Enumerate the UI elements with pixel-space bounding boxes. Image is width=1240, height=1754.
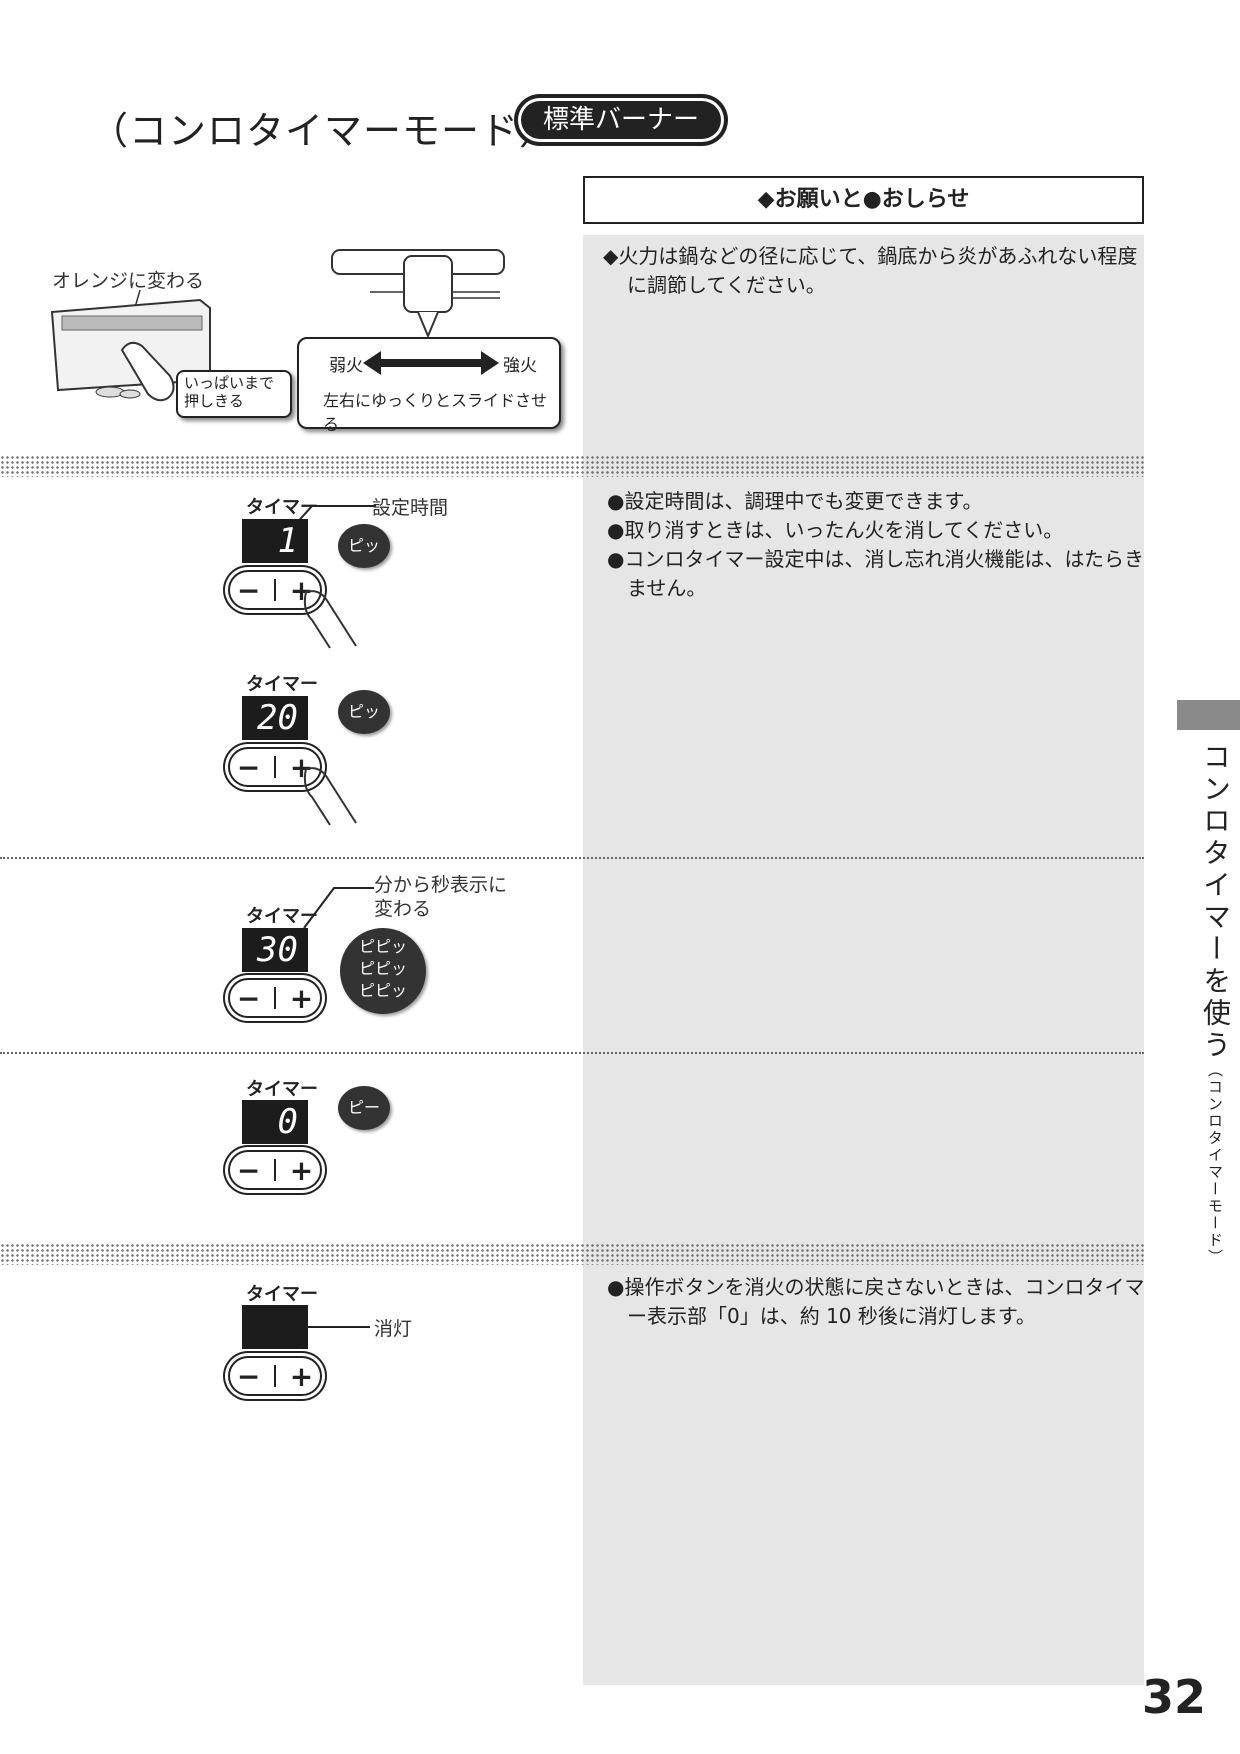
orange-label: オレンジに変わる: [52, 270, 205, 292]
bullet-item: ●設定時間は、調理中でも変更できます。: [607, 489, 983, 513]
section-divider: [0, 1052, 1144, 1054]
beep-text: ピピッ: [358, 959, 407, 978]
stepper-divider: [274, 1365, 276, 1387]
section-divider: [0, 455, 1144, 477]
notice-heading: ◆お願いと●おしらせ: [583, 176, 1144, 224]
min-sec-label-2: 変わる: [374, 898, 432, 920]
finger-icon: [303, 767, 357, 826]
beep-bubble: ピー: [338, 1086, 390, 1130]
plus-button[interactable]: +: [289, 1153, 314, 1187]
minus-button[interactable]: −: [236, 750, 261, 784]
strong-label: 強火: [503, 356, 537, 376]
side-tab-marker: [1177, 700, 1240, 730]
timer-display-off: [242, 1305, 308, 1349]
timer-display: 20: [242, 696, 308, 740]
set-time-label: 設定時間: [372, 497, 449, 519]
section-divider: [0, 857, 1144, 859]
beep-text: ピピッ: [358, 937, 407, 956]
timer-label: タイマー: [246, 906, 318, 927]
beep-bubble: ピピッ ピピッ ピピッ: [340, 928, 426, 1014]
leader-line: [306, 1326, 370, 1328]
side-title-main: コンロタイマーを使う: [1199, 742, 1232, 1062]
slide-label: 左右にゆっくりとスライドさせる: [323, 391, 548, 434]
minus-button[interactable]: −: [236, 573, 261, 607]
minus-button[interactable]: −: [236, 1153, 261, 1187]
notes-column: [583, 235, 1144, 1685]
timer-stepper[interactable]: − +: [228, 1150, 322, 1190]
double-arrow-icon: [363, 351, 499, 375]
stepper-divider: [274, 579, 276, 601]
side-title-sub: （コンロタイマーモード）: [1206, 1062, 1224, 1266]
page-number: 32: [1142, 1670, 1207, 1724]
finger-icon: [303, 590, 357, 649]
stepper-divider: [274, 756, 276, 778]
timer-stepper[interactable]: − +: [228, 1356, 322, 1396]
burner-badge: 標準バーナー: [518, 98, 724, 142]
timer-label: タイマー: [246, 1284, 318, 1305]
beep-text: ピピッ: [358, 981, 407, 1000]
minus-button[interactable]: −: [236, 1359, 261, 1393]
press-label-2: 押しきる: [184, 392, 244, 410]
notice-item: ◆火力は鍋などの径に応じて、鍋底から炎があふれない程度に調節してください。: [603, 244, 1138, 297]
off-label: 消灯: [374, 1318, 413, 1340]
side-section-title: コンロタイマーを使う（コンロタイマーモード）: [1175, 742, 1235, 1266]
timer-stepper[interactable]: − +: [228, 978, 322, 1018]
bullet-item: ●取り消すときは、いったん火を消してください。: [607, 518, 1064, 542]
minus-button[interactable]: −: [236, 981, 261, 1015]
beep-bubble: ピッ: [338, 690, 390, 734]
bullet-item: ●コンロタイマー設定中は、消し忘れ消火機能は、はたらきません。: [607, 547, 1145, 600]
plus-button[interactable]: +: [289, 573, 314, 607]
beep-bubble: ピッ: [338, 524, 390, 568]
timer-display: 0: [242, 1100, 308, 1144]
leader-line: [303, 887, 374, 929]
timer-label: タイマー: [246, 1079, 318, 1100]
section-divider: [0, 1243, 1144, 1265]
min-sec-label-1: 分から秒表示に: [374, 874, 508, 896]
knob-press-illustration: [50, 289, 211, 402]
slider-illustration: [331, 249, 505, 339]
plus-button[interactable]: +: [289, 750, 314, 784]
plus-button[interactable]: +: [289, 1359, 314, 1393]
press-callout: いっぱいまで 押しきる: [176, 370, 292, 418]
slide-callout: 弱火 強火 左右にゆっくりとスライドさせる: [297, 337, 561, 434]
plus-button[interactable]: +: [289, 981, 314, 1015]
timer-stepper[interactable]: − +: [228, 747, 322, 787]
weak-label: 弱火: [329, 356, 363, 376]
timer-stepper[interactable]: − +: [228, 570, 322, 610]
timer-label: タイマー: [246, 497, 318, 518]
timer-display: 30: [242, 928, 308, 972]
press-label-1: いっぱいまで: [184, 374, 275, 392]
bullet-item: ●操作ボタンを消火の状態に戻さないときは、コンロタイマー表示部「0」は、約 10…: [607, 1275, 1145, 1328]
stepper-divider: [274, 987, 276, 1009]
timer-display: 1: [242, 519, 308, 563]
page-title: （コンロタイマーモード）: [90, 109, 559, 153]
stepper-divider: [274, 1159, 276, 1181]
timer-label: タイマー: [246, 674, 318, 695]
